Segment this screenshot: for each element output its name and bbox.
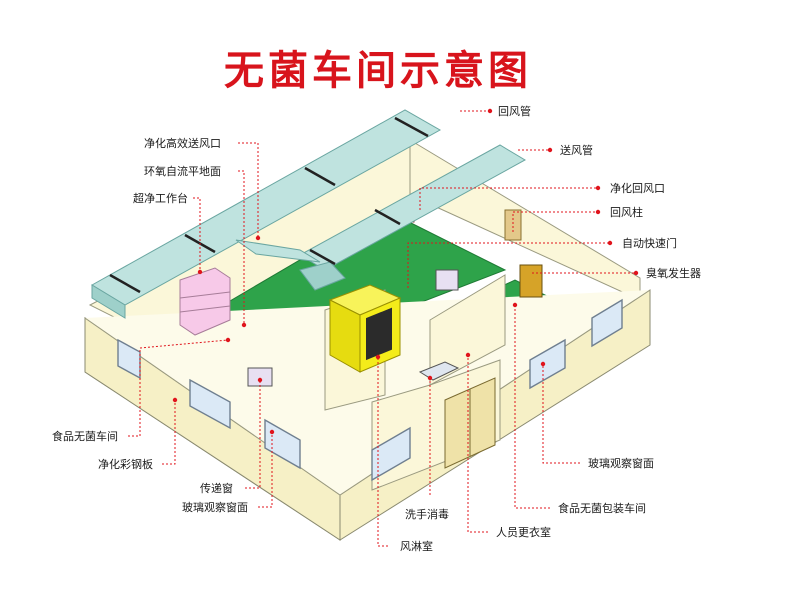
label-changing-room: 人员更衣室 [465,352,551,539]
partition-right [429,274,506,386]
svg-text:玻璃观察窗面: 玻璃观察窗面 [182,500,248,514]
svg-text:回风柱: 回风柱 [610,205,643,219]
clean-bench [179,267,231,336]
label-air-shower: 风淋室 [375,354,433,553]
svg-text:自动快速门: 自动快速门 [622,236,677,250]
label-purified-panel: 净化彩钢板 [98,397,178,471]
svg-text:净化高效送风口: 净化高效送风口 [144,136,221,150]
pass-box-2 [435,269,459,291]
duct-band [304,166,336,187]
svg-text:风淋室: 风淋室 [400,539,433,553]
svg-text:净化彩钢板: 净化彩钢板 [98,457,153,471]
label-food-packing-workshop: 食品无菌包装车间 [512,302,646,515]
window-right-3 [591,298,623,348]
label-hand-wash: 洗手消毒 [405,375,449,521]
air-shower-door [366,307,392,361]
window-left-2 [189,378,231,430]
duct-band [374,208,401,226]
return-air-column [504,209,522,241]
duct-band [109,273,141,294]
label-return-air-column: 回风柱 [512,205,643,232]
ducts [91,109,527,319]
label-glass-window-left: 玻璃观察窗面 [182,429,275,514]
label-pass-box: 传递窗 [200,377,263,495]
label-ozone-generator: 臭氧发生器 [532,266,701,280]
supply-air-duct-branch [235,239,321,263]
supply-air-duct [298,144,527,271]
svg-text:洗手消毒: 洗手消毒 [405,507,449,521]
svg-text:玻璃观察窗面: 玻璃观察窗面 [588,456,654,470]
annotations: 回风管 送风管 净化回风口 回风柱 自动快速门 臭氧发生器 [52,104,701,553]
label-food-aseptic-workshop: 食品无菌车间 [52,337,231,443]
svg-text:人员更衣室: 人员更衣室 [496,525,551,539]
window-right-2 [529,338,566,390]
svg-text:食品无菌车间: 食品无菌车间 [52,429,118,443]
svg-text:传递窗: 传递窗 [200,481,233,495]
svg-text:臭氧发生器: 臭氧发生器 [646,266,701,280]
label-glass-window-right: 玻璃观察窗面 [540,361,654,470]
svg-text:送风管: 送风管 [560,143,593,157]
air-shower-side [329,299,361,373]
label-supply-air-duct: 送风管 [518,143,593,157]
window-right-1 [371,426,411,482]
label-hepa-outlet: 净化高效送风口 [144,136,261,241]
diagram-title: 无菌车间示意图 [224,48,532,94]
hepa-box [299,261,346,291]
svg-text:环氧自流平地面: 环氧自流平地面 [144,164,221,178]
label-epoxy-floor: 环氧自流平地面 [144,164,247,328]
pass-box [247,367,273,387]
ozone-generator [519,264,543,298]
return-air-duct-side [91,284,126,319]
svg-text:食品无菌包装车间: 食品无菌包装车间 [558,501,646,515]
svg-text:超净工作台: 超净工作台 [133,191,188,205]
duct-band [394,116,429,138]
label-return-air-outlet: 净化回风口 [419,181,665,210]
svg-text:回风管: 回风管 [498,104,531,118]
label-return-air-duct: 回风管 [460,104,531,118]
label-clean-bench: 超净工作台 [133,191,203,275]
duct-band [309,248,336,266]
svg-text:净化回风口: 净化回风口 [610,181,665,195]
label-auto-fast-door: 自动快速门 [407,236,677,288]
